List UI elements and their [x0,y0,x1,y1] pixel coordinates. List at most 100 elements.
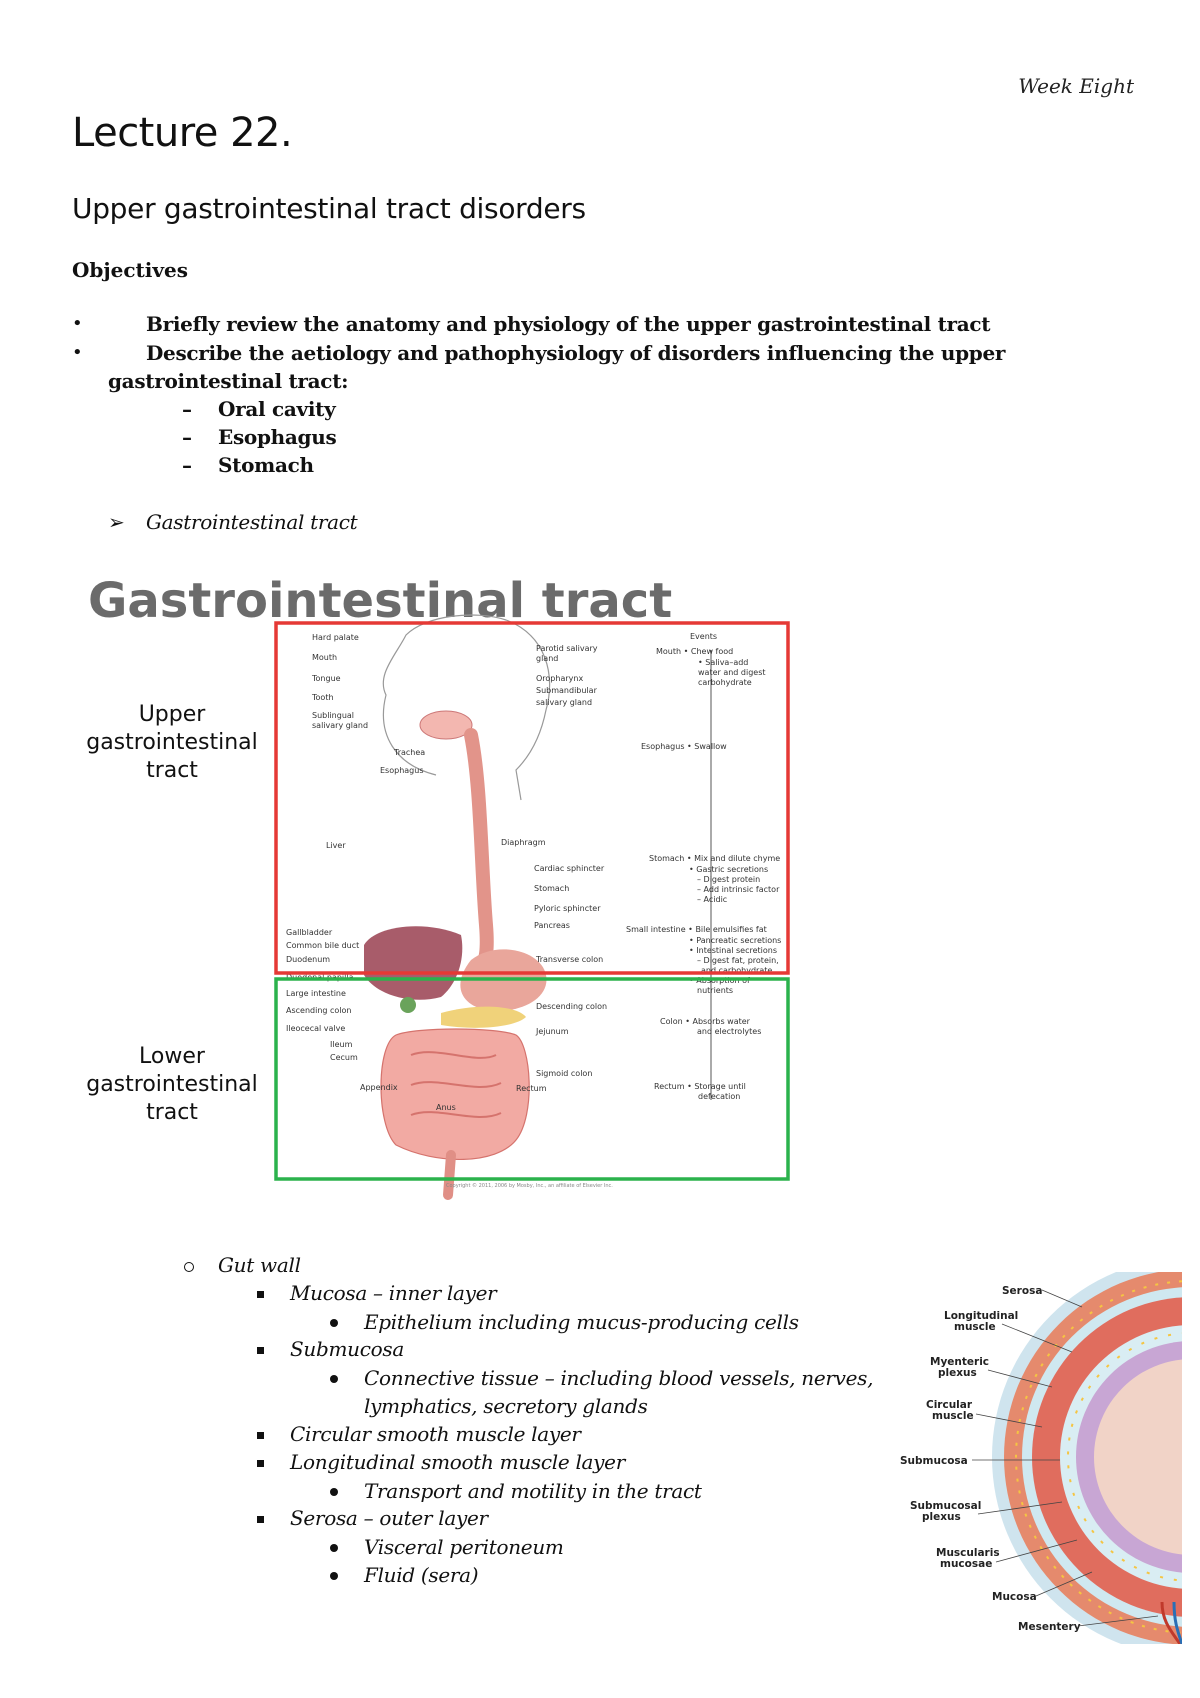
svg-text:Myenteric: Myenteric [930,1356,989,1368]
dash-icon: – [182,453,192,477]
svg-text:Duodenum: Duodenum [286,955,330,964]
svg-text:Gallbladder: Gallbladder [286,928,333,937]
lower-gi-label: Lower [139,1044,206,1069]
gut-wall-item: Mucosa – inner layer [290,1281,497,1305]
mesentery-vessel [1160,1601,1182,1644]
figure-title: Gastrointestinal tract [88,573,672,629]
svg-text:Colon • Absorbs water: Colon • Absorbs water [660,1017,751,1026]
svg-text:Sublingual: Sublingual [312,711,354,720]
svg-text:• Gastric secretions: • Gastric secretions [689,865,768,874]
svg-text:mucosae: mucosae [940,1558,992,1570]
dash-icon: – [182,397,192,421]
square-bullet-icon [257,1291,264,1298]
section-heading: Gastrointestinal tract [146,510,358,534]
events-labels: Events Mouth • Chew food • Saliva–add wa… [626,632,781,1101]
svg-text:Tongue: Tongue [311,674,341,683]
svg-text:– Add intrinsic factor: – Add intrinsic factor [697,885,780,894]
svg-text:• Intestinal secretions: • Intestinal secretions [689,946,777,955]
svg-text:Stomach: Stomach [534,884,569,893]
upper-gi-label: tract [146,758,198,783]
svg-text:nutrients: nutrients [697,986,733,995]
svg-text:Pyloric sphincter: Pyloric sphincter [534,904,601,913]
gut-wall-subitem: Transport and motility in the tract [364,1479,702,1503]
svg-text:Appendix: Appendix [360,1083,398,1092]
intestine-coils [410,1051,502,1118]
svg-text:Trachea: Trachea [393,748,425,757]
svg-text:Rectum • Storage until: Rectum • Storage until [654,1082,746,1091]
svg-text:Ileum: Ileum [330,1040,353,1049]
gut-wall-heading: Gut wall [218,1253,301,1277]
svg-text:Sigmoid colon: Sigmoid colon [536,1069,592,1078]
gut-wall-item: Serosa – outer layer [290,1506,488,1530]
objective-item: Describe the aetiology and pathophysiolo… [146,341,1006,365]
lower-gi-label: tract [146,1100,198,1125]
gut-wall-figure: Serosa Longitudinal muscle Myenteric ple… [900,1272,1182,1644]
svg-text:– Digest protein: – Digest protein [697,875,760,884]
svg-text:water and digest: water and digest [698,668,766,677]
objective-item-continuation: gastrointestinal tract: [108,369,349,393]
svg-text:Anus: Anus [436,1103,456,1112]
svg-text:Muscularis: Muscularis [936,1547,1000,1559]
svg-text:Large intestine: Large intestine [286,989,346,998]
svg-text:Submucosal: Submucosal [910,1500,981,1512]
gut-wall-item: Circular smooth muscle layer [290,1422,581,1446]
svg-text:carbohydrate: carbohydrate [698,678,752,687]
svg-text:and carbohydrate: and carbohydrate [701,966,772,975]
gallbladder-shape [400,997,416,1013]
lumen-ring [1094,1359,1182,1555]
mouth-shape [419,710,473,740]
intestine-shape [380,1028,530,1160]
svg-text:Submucosa: Submucosa [900,1455,968,1467]
svg-text:Mucosa: Mucosa [992,1591,1037,1603]
dot-bullet-icon [330,1488,338,1496]
svg-text:Liver: Liver [326,841,346,850]
svg-text:Mouth • Chew food: Mouth • Chew food [656,647,733,656]
gut-wall-subitem: Fluid (sera) [364,1563,479,1587]
svg-text:and electrolytes: and electrolytes [697,1027,761,1036]
svg-text:muscle: muscle [932,1410,974,1422]
svg-text:Stomach • Mix and dilute chyme: Stomach • Mix and dilute chyme [649,854,780,863]
svg-text:muscle: muscle [954,1321,996,1333]
gut-wall-subitem-continuation: lymphatics, secretory glands [364,1394,648,1418]
esophagus-shape [464,728,494,977]
mesentery-vessel [1172,1601,1182,1644]
circle-bullet-icon [184,1262,194,1272]
svg-text:Serosa: Serosa [1002,1285,1042,1297]
upper-tract-frame [274,621,790,975]
gut-wall-subitem: Visceral peritoneum [364,1535,564,1559]
bullet-icon: • [72,342,83,363]
plexus-dots [1015,1280,1182,1634]
gut-wall-item: Longitudinal smooth muscle layer [290,1450,625,1474]
lower-gi-label: gastrointestinal [86,1072,258,1097]
objectives-heading: Objectives [72,258,188,282]
objective-subitem: Esophagus [218,425,337,449]
svg-text:Esophagus: Esophagus [380,766,423,775]
square-bullet-icon [257,1432,264,1439]
svg-text:• Pancreatic secretions: • Pancreatic secretions [689,936,781,945]
page-title: Lecture 22. [72,110,293,156]
objective-item: Briefly review the anatomy and physiolog… [146,312,991,336]
svg-text:Descending colon: Descending colon [536,1002,607,1011]
upper-gi-label: gastrointestinal [86,730,258,755]
arrow-bullet-icon: ➢ [108,510,125,534]
figure-copyright: Copyright © 2011, 2006 by Mosby, Inc., a… [446,1182,613,1189]
svg-text:Diaphragm: Diaphragm [501,838,546,847]
svg-text:– Acidic: – Acidic [697,895,727,904]
svg-text:Rectum: Rectum [516,1084,547,1093]
svg-text:plexus: plexus [922,1511,961,1523]
dot-bullet-icon [330,1544,338,1552]
svg-text:Mouth: Mouth [312,653,337,662]
pancreas-shape [441,1006,526,1028]
svg-text:Submandibular: Submandibular [536,686,598,695]
gut-wall-subitem: Epithelium including mucus-producing cel… [364,1310,799,1334]
gut-wall-subitem: Connective tissue – including blood vess… [364,1366,874,1390]
svg-text:Small intestine • Bile emulsif: Small intestine • Bile emulsifies fat [626,925,767,934]
dot-bullet-icon [330,1375,338,1383]
svg-text:salivary gland: salivary gland [536,698,592,707]
head-outline [382,614,551,801]
svg-text:Jejunum: Jejunum [535,1027,569,1036]
svg-text:salivary gland: salivary gland [312,721,368,730]
svg-text:– Digest fat, protein,: – Digest fat, protein, [697,956,779,965]
svg-text:Events: Events [690,632,717,641]
gut-wall-item: Submucosa [290,1337,404,1361]
